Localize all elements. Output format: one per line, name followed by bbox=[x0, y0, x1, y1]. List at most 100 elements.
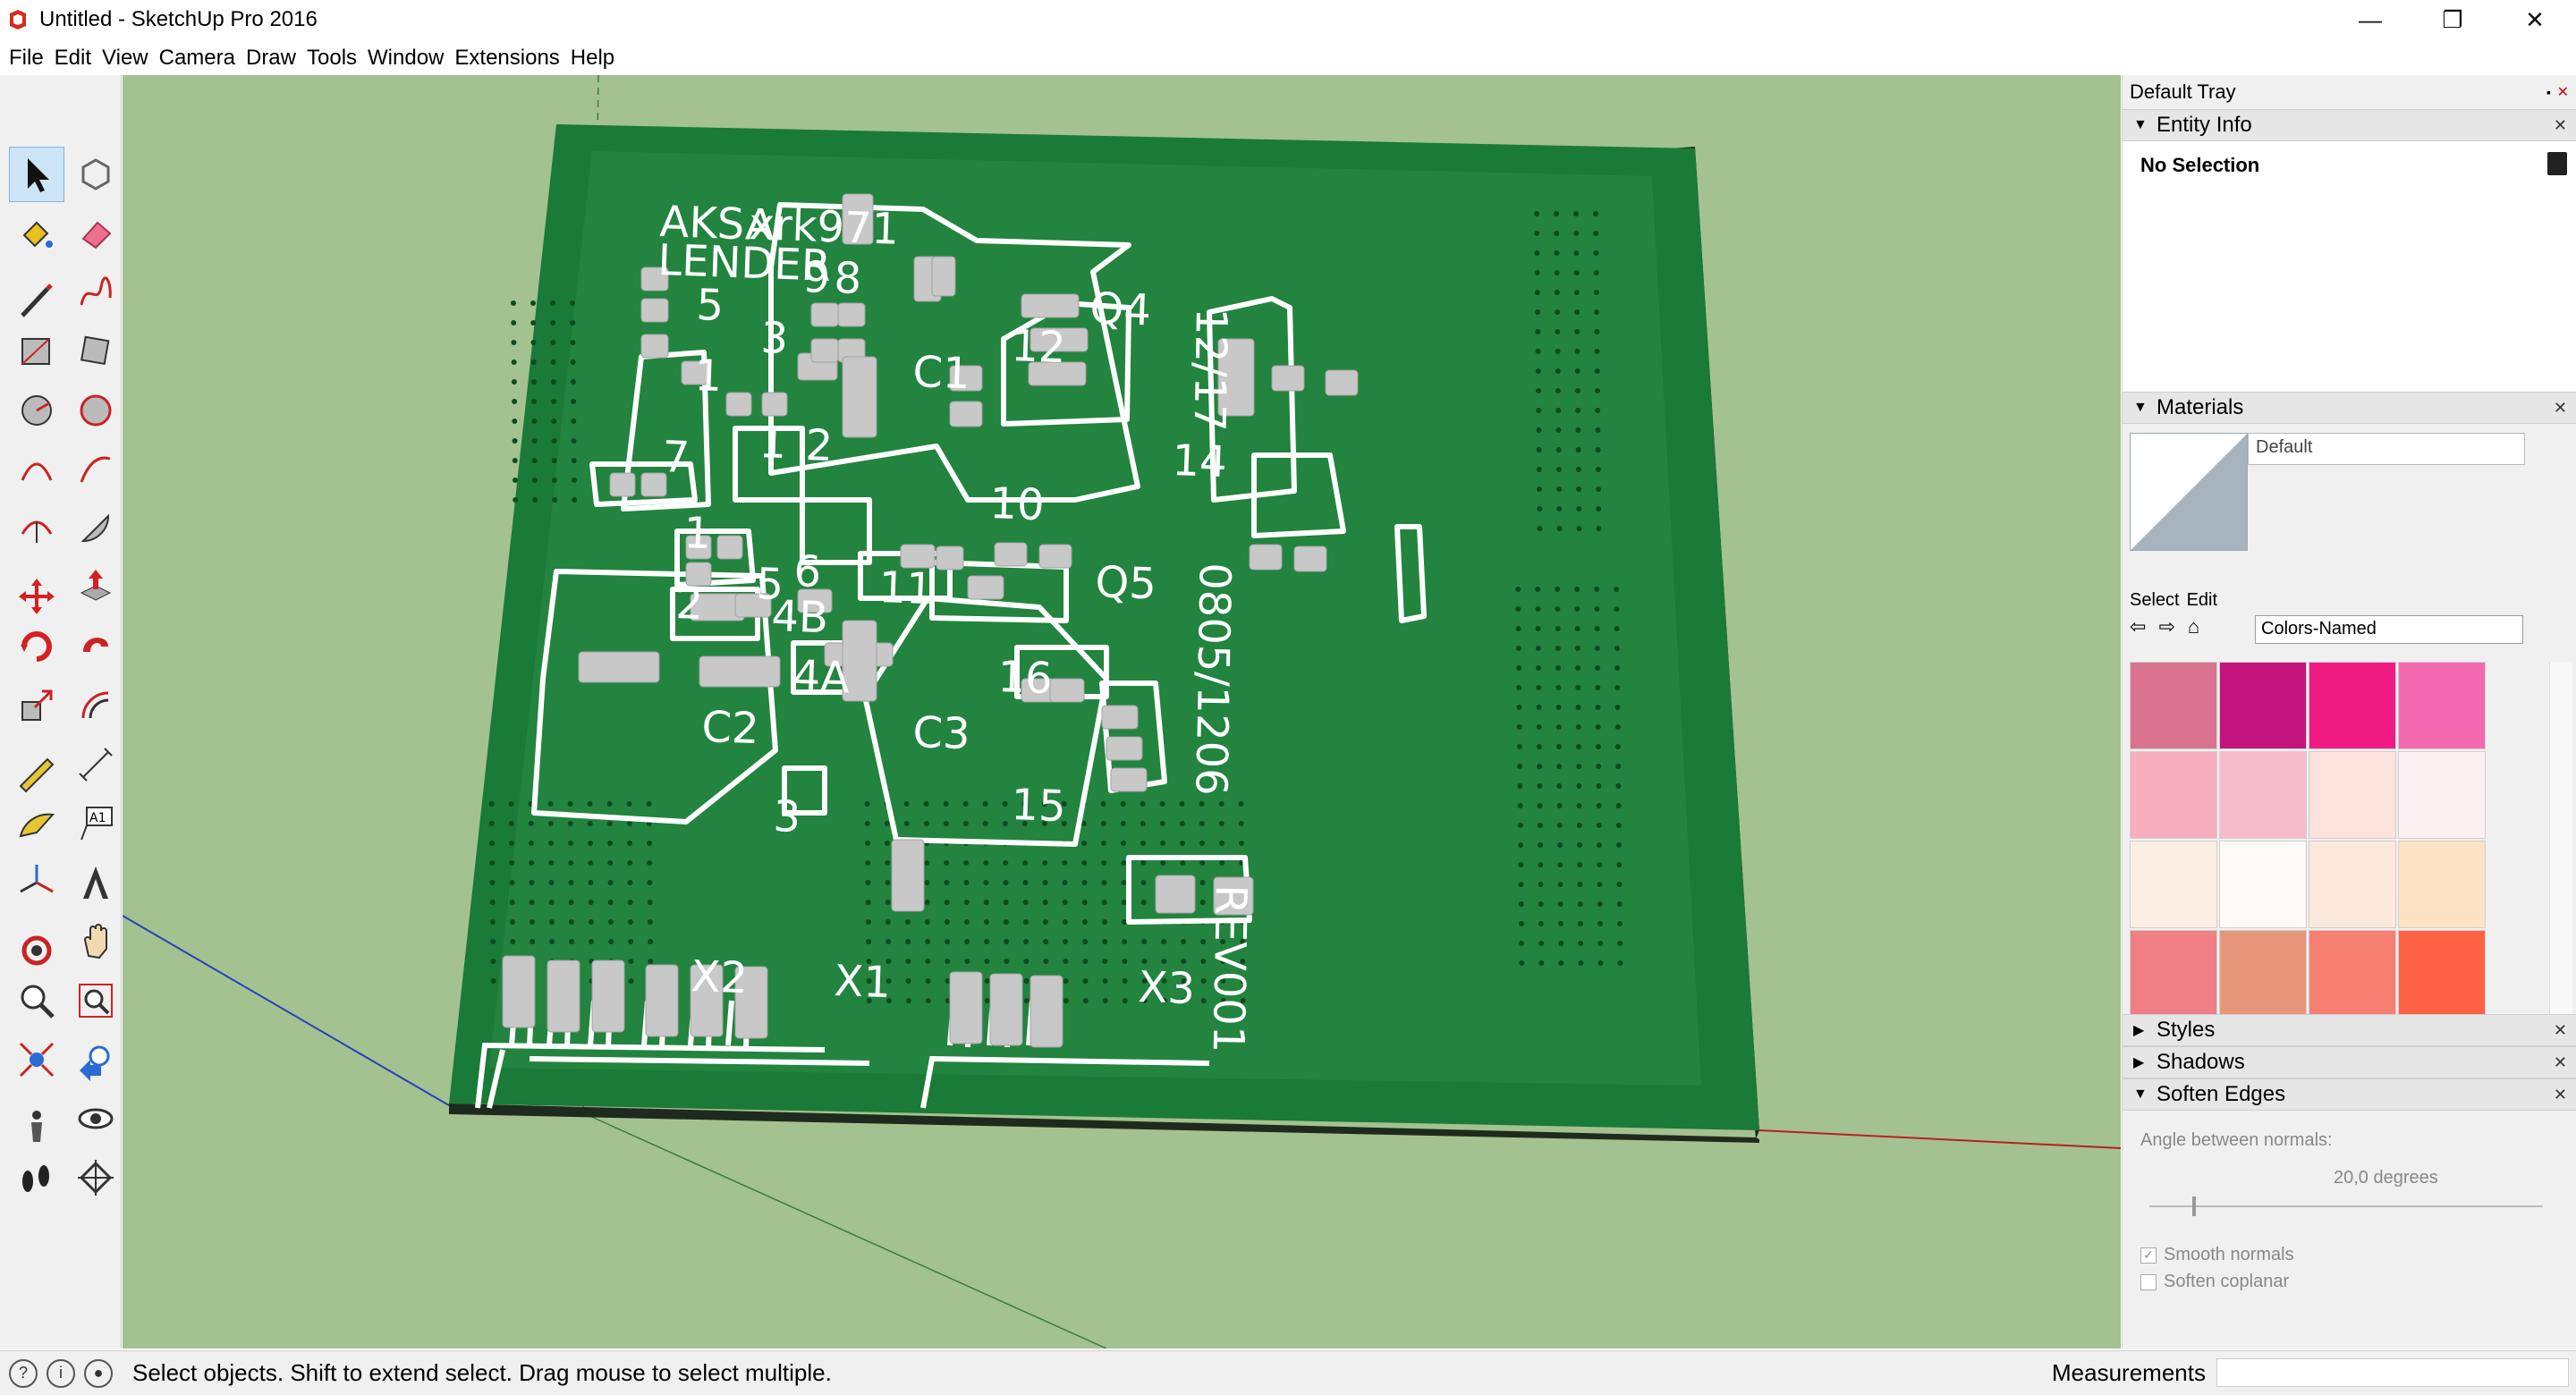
menu-draw[interactable]: Draw bbox=[245, 46, 296, 70]
swatch-scrollbar[interactable] bbox=[2549, 662, 2572, 1019]
smd-pad-19[interactable] bbox=[967, 575, 1004, 600]
section-plane-tool[interactable] bbox=[68, 1150, 123, 1205]
back-arrow-icon[interactable]: ⇦ bbox=[2130, 615, 2147, 638]
look-around-tool[interactable] bbox=[68, 1091, 123, 1146]
material-library-select[interactable]: Colors-Named bbox=[2255, 615, 2523, 644]
scale-tool[interactable] bbox=[9, 678, 64, 733]
menu-extensions[interactable]: Extensions bbox=[454, 46, 560, 70]
smd-pad-43[interactable] bbox=[1049, 678, 1085, 703]
shadows-header[interactable]: ▶ Shadows ✕ bbox=[2123, 1046, 2576, 1078]
tray-close-icon[interactable]: ✕ bbox=[2556, 85, 2569, 100]
styles-header[interactable]: ▶ Styles ✕ bbox=[2123, 1014, 2576, 1046]
material-swatch-9[interactable] bbox=[2130, 841, 2217, 928]
smd-pad-9[interactable] bbox=[949, 401, 983, 427]
smd-pad-26[interactable] bbox=[734, 593, 772, 618]
line-tool[interactable] bbox=[9, 274, 64, 329]
push-pull-tool[interactable] bbox=[68, 560, 123, 615]
minimize-button[interactable]: — bbox=[2359, 5, 2382, 33]
material-swatch-14[interactable] bbox=[2219, 930, 2307, 1018]
tab-edit[interactable]: Edit bbox=[2186, 590, 2218, 610]
position-camera-tool[interactable] bbox=[9, 1100, 64, 1155]
user-icon[interactable]: ● bbox=[84, 1358, 113, 1388]
rotate-tool[interactable] bbox=[9, 619, 64, 674]
zoom-tool[interactable] bbox=[9, 973, 64, 1028]
arc-tool[interactable] bbox=[9, 442, 64, 497]
forward-arrow-icon[interactable]: ⇨ bbox=[2158, 615, 2175, 638]
pin-icon[interactable]: ▪ bbox=[2546, 85, 2551, 99]
soften-edges-header[interactable]: ▼ Soften Edges ✕ bbox=[2123, 1078, 2576, 1111]
tape-measure-tool[interactable] bbox=[9, 746, 64, 801]
info-icon[interactable]: i bbox=[47, 1358, 75, 1388]
smd-pad-59[interactable] bbox=[842, 356, 877, 438]
smd-pad-31[interactable] bbox=[609, 472, 636, 497]
smd-pad-55[interactable] bbox=[734, 966, 768, 1039]
menu-camera[interactable]: Camera bbox=[158, 46, 235, 70]
zoom-extents-tool[interactable] bbox=[9, 1032, 64, 1087]
select-tool[interactable] bbox=[9, 147, 64, 202]
material-swatch-16[interactable] bbox=[2398, 930, 2486, 1018]
smd-pad-37[interactable] bbox=[761, 392, 788, 417]
smd-pad-53[interactable] bbox=[645, 964, 679, 1037]
panel-close-icon[interactable]: ✕ bbox=[2553, 1085, 2567, 1103]
3d-text-tool[interactable] bbox=[68, 855, 123, 910]
dimension-tool[interactable] bbox=[68, 737, 123, 792]
smd-pad-51[interactable] bbox=[547, 960, 580, 1033]
menu-window[interactable]: Window bbox=[368, 46, 445, 70]
smd-pad-47[interactable] bbox=[1155, 875, 1196, 914]
smd-pad-35[interactable] bbox=[685, 562, 712, 587]
material-swatch-13[interactable] bbox=[2130, 930, 2217, 1018]
smd-pad-23[interactable] bbox=[578, 651, 660, 683]
smd-pad-24[interactable] bbox=[699, 655, 781, 688]
previous-view-tool[interactable] bbox=[68, 1032, 123, 1087]
measurements-input[interactable] bbox=[2216, 1358, 2569, 1387]
smd-pad-49[interactable] bbox=[891, 839, 925, 912]
smd-pad-40[interactable] bbox=[810, 338, 839, 363]
rotated-rectangle-tool[interactable] bbox=[68, 324, 123, 379]
smd-pad-11[interactable] bbox=[1271, 365, 1305, 392]
details-toggle-icon[interactable] bbox=[2547, 152, 2567, 175]
geo-location-icon[interactable]: ? bbox=[9, 1358, 38, 1388]
material-swatch-2[interactable] bbox=[2219, 662, 2307, 749]
menu-tools[interactable]: Tools bbox=[307, 46, 358, 70]
smd-pad-4[interactable] bbox=[931, 256, 956, 297]
smd-pad-36[interactable] bbox=[725, 392, 752, 417]
smd-pad-30[interactable] bbox=[681, 360, 709, 385]
angle-slider-track[interactable] bbox=[2149, 1205, 2543, 1207]
smd-pad-38[interactable] bbox=[810, 302, 839, 327]
panel-close-icon[interactable]: ✕ bbox=[2553, 115, 2567, 134]
smd-pad-32[interactable] bbox=[640, 472, 667, 497]
menu-file[interactable]: File bbox=[9, 46, 44, 70]
menu-help[interactable]: Help bbox=[570, 46, 615, 70]
material-swatch-1[interactable] bbox=[2130, 662, 2217, 749]
smd-pad-18[interactable] bbox=[1038, 544, 1072, 569]
make-component-tool[interactable] bbox=[68, 147, 123, 202]
smd-pad-27[interactable] bbox=[640, 266, 669, 292]
smd-pad-14[interactable] bbox=[1293, 545, 1327, 572]
materials-header[interactable]: ▼ Materials ✕ bbox=[2123, 392, 2576, 424]
smd-pad-1[interactable] bbox=[842, 193, 874, 245]
menu-edit[interactable]: Edit bbox=[54, 46, 92, 70]
smd-pad-20[interactable] bbox=[797, 588, 833, 613]
smd-pad-7[interactable] bbox=[1028, 361, 1087, 386]
orbit-tool[interactable] bbox=[9, 923, 64, 978]
material-swatch-10[interactable] bbox=[2219, 841, 2307, 928]
text-tool[interactable]: A1 bbox=[68, 796, 123, 851]
material-swatch-5[interactable] bbox=[2130, 751, 2217, 839]
home-icon[interactable]: ⌂ bbox=[2187, 615, 2200, 638]
pie-tool[interactable] bbox=[68, 501, 123, 556]
panel-close-icon[interactable]: ✕ bbox=[2553, 398, 2567, 417]
smd-pad-16[interactable] bbox=[936, 545, 964, 571]
smd-pad-33[interactable] bbox=[685, 535, 712, 560]
pan-tool[interactable] bbox=[68, 914, 123, 969]
smd-pad-46[interactable] bbox=[1110, 767, 1148, 792]
smd-pad-58[interactable] bbox=[1030, 975, 1063, 1048]
close-button[interactable]: ✕ bbox=[2525, 5, 2545, 33]
smd-pad-5[interactable] bbox=[1021, 293, 1080, 318]
panel-close-icon[interactable]: ✕ bbox=[2553, 1020, 2567, 1039]
material-name-field[interactable]: Default bbox=[2248, 433, 2525, 465]
smd-pad-57[interactable] bbox=[989, 973, 1023, 1046]
smd-pad-29[interactable] bbox=[640, 334, 669, 359]
